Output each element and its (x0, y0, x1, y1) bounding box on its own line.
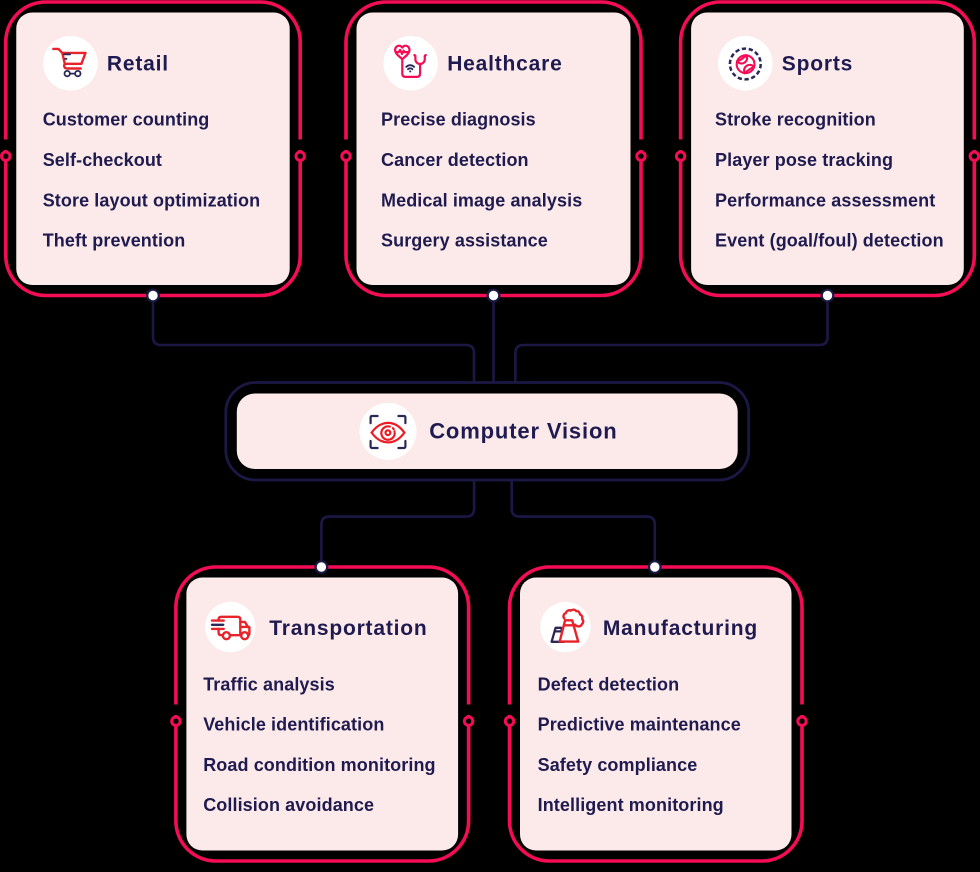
svg-text:Cancer detection: Cancer detection (381, 150, 529, 170)
svg-text:Defect detection: Defect detection (538, 675, 680, 695)
svg-text:Sports: Sports (782, 52, 853, 75)
svg-text:Road condition monitoring: Road condition monitoring (203, 755, 435, 775)
svg-text:Stroke recognition: Stroke recognition (715, 110, 876, 130)
svg-text:Precise diagnosis: Precise diagnosis (381, 110, 536, 130)
svg-text:Medical image analysis: Medical image analysis (381, 190, 582, 210)
svg-text:Retail: Retail (107, 52, 169, 75)
svg-text:Vehicle identification: Vehicle identification (203, 715, 384, 735)
svg-text:Manufacturing: Manufacturing (603, 617, 758, 640)
svg-text:Surgery assistance: Surgery assistance (381, 231, 548, 251)
svg-text:Intelligent monitoring: Intelligent monitoring (538, 795, 724, 815)
svg-text:Healthcare: Healthcare (447, 52, 562, 75)
svg-text:Customer counting: Customer counting (43, 110, 210, 130)
svg-text:Safety compliance: Safety compliance (538, 755, 698, 775)
svg-text:Computer Vision: Computer Vision (429, 418, 617, 443)
svg-text:Theft prevention: Theft prevention (43, 231, 186, 251)
svg-text:Event (goal/foul) detection: Event (goal/foul) detection (715, 231, 944, 251)
svg-text:Player pose tracking: Player pose tracking (715, 150, 893, 170)
svg-text:Store layout optimization: Store layout optimization (43, 190, 261, 210)
svg-text:Performance assessment: Performance assessment (715, 190, 935, 210)
svg-text:Collision avoidance: Collision avoidance (203, 795, 374, 815)
svg-text:Predictive maintenance: Predictive maintenance (538, 715, 741, 735)
svg-text:Self-checkout: Self-checkout (43, 150, 162, 170)
svg-text:Traffic analysis: Traffic analysis (203, 675, 335, 695)
svg-text:Transportation: Transportation (269, 617, 427, 640)
